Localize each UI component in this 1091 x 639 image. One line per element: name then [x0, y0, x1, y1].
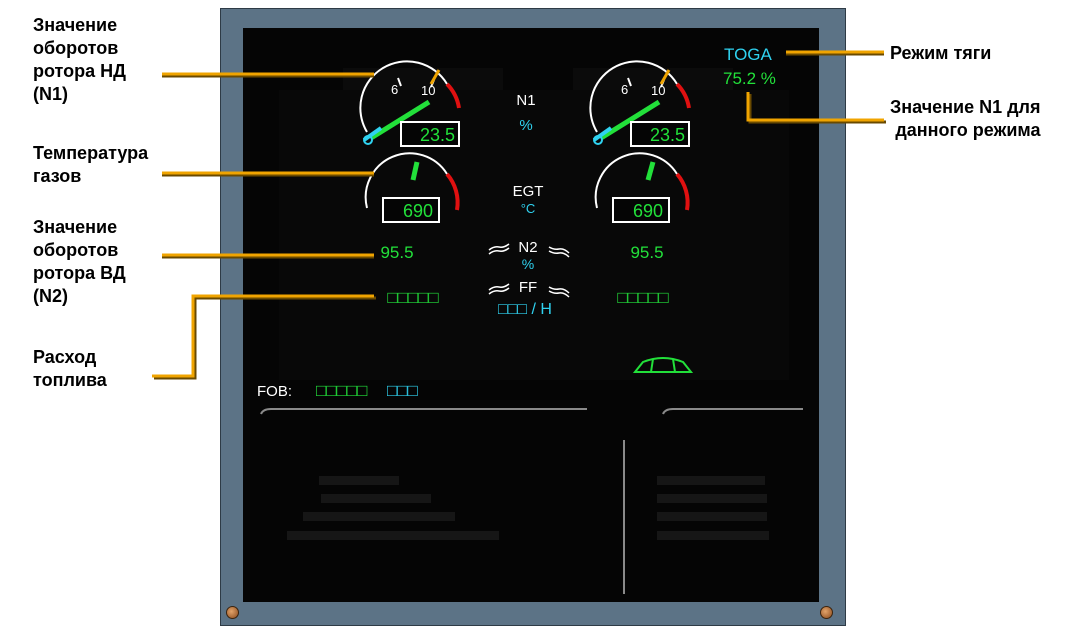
n1-gauge-left	[359, 60, 461, 147]
n1-right-tick-6: 6	[621, 82, 628, 97]
egt-left-value: 690	[403, 201, 433, 221]
annotation-n1-value: Значение оборотов ротора НД (N1)	[33, 15, 126, 104]
n1-right-needle	[599, 99, 661, 141]
n2-right-value: 95.5	[630, 243, 663, 262]
egt-gauge-right	[594, 152, 690, 223]
n1-left-value-box	[400, 121, 460, 147]
ff-left-value: □□□□□	[387, 288, 438, 307]
annotation-egt: Температура газов	[33, 143, 149, 186]
ff-right-value: □□□□□	[617, 288, 668, 307]
memo-area-ghost	[287, 476, 769, 540]
egt-right-value-box	[612, 197, 670, 223]
fob-value: □□□□□	[316, 381, 367, 400]
n1-left-tick-6: 6	[391, 82, 398, 97]
n2-label: N2	[518, 239, 537, 256]
bezel-bolt-right	[820, 606, 833, 619]
n1-left-value: 23.5	[420, 125, 455, 145]
annotation-n1-mode: Значение N1 для данного режима	[890, 97, 1041, 140]
ff-unit-suffix: / H	[527, 301, 552, 318]
n1-right-value: 23.5	[650, 125, 685, 145]
ff-separator-marks	[488, 283, 570, 298]
engine-display-graphics: 6 10 23.5 6 10 23.5 N1 % TOGA 75.2 %	[257, 45, 803, 594]
n2-unit: %	[522, 256, 534, 272]
n1-unit: %	[519, 117, 532, 134]
engine-area-backdrop	[279, 90, 789, 380]
annotation-fuel-flow: Расход топлива	[33, 347, 107, 390]
n1-left-needle	[369, 99, 431, 141]
engine-display-screen: 6 10 23.5 6 10 23.5 N1 % TOGA 75.2 %	[243, 28, 819, 602]
lower-separators	[260, 408, 803, 594]
n1-right-tick-10: 10	[651, 83, 665, 98]
egt-right-value: 690	[633, 201, 663, 221]
annotation-thrust-mode: Режим тяги	[890, 43, 992, 63]
n1-limit-value: 75.2 %	[723, 69, 776, 88]
n1-right-value-box	[630, 121, 690, 147]
egt-unit: °C	[521, 201, 536, 216]
egt-left-value-box	[382, 197, 440, 223]
annotation-n2-value: Значение оборотов ротора ВД (N2)	[33, 217, 126, 306]
egt-gauge-left	[364, 152, 460, 223]
nacelle-symbol	[632, 357, 694, 373]
bezel-bolt-left	[226, 606, 239, 619]
thrust-mode-value: TOGA	[724, 45, 773, 64]
ff-unit-boxes: □□□	[498, 301, 527, 318]
n2-separator-marks	[488, 243, 570, 258]
egt-left-needle	[410, 161, 420, 181]
ff-label: FF	[519, 279, 537, 296]
n1-left-tick-10: 10	[421, 83, 435, 98]
n1-label: N1	[516, 92, 535, 109]
ff-unit: □□□ / H	[498, 301, 552, 318]
n1-left-limit-mark	[429, 69, 441, 85]
fob-label: FOB:	[257, 383, 292, 400]
egt-right-needle	[645, 161, 656, 181]
n1-right-limit-mark	[659, 69, 671, 85]
fob-unit: □□□	[387, 381, 418, 400]
n2-left-value: 95.5	[380, 243, 413, 262]
egt-label: EGT	[513, 183, 544, 200]
n1-gauge-right	[589, 60, 691, 147]
